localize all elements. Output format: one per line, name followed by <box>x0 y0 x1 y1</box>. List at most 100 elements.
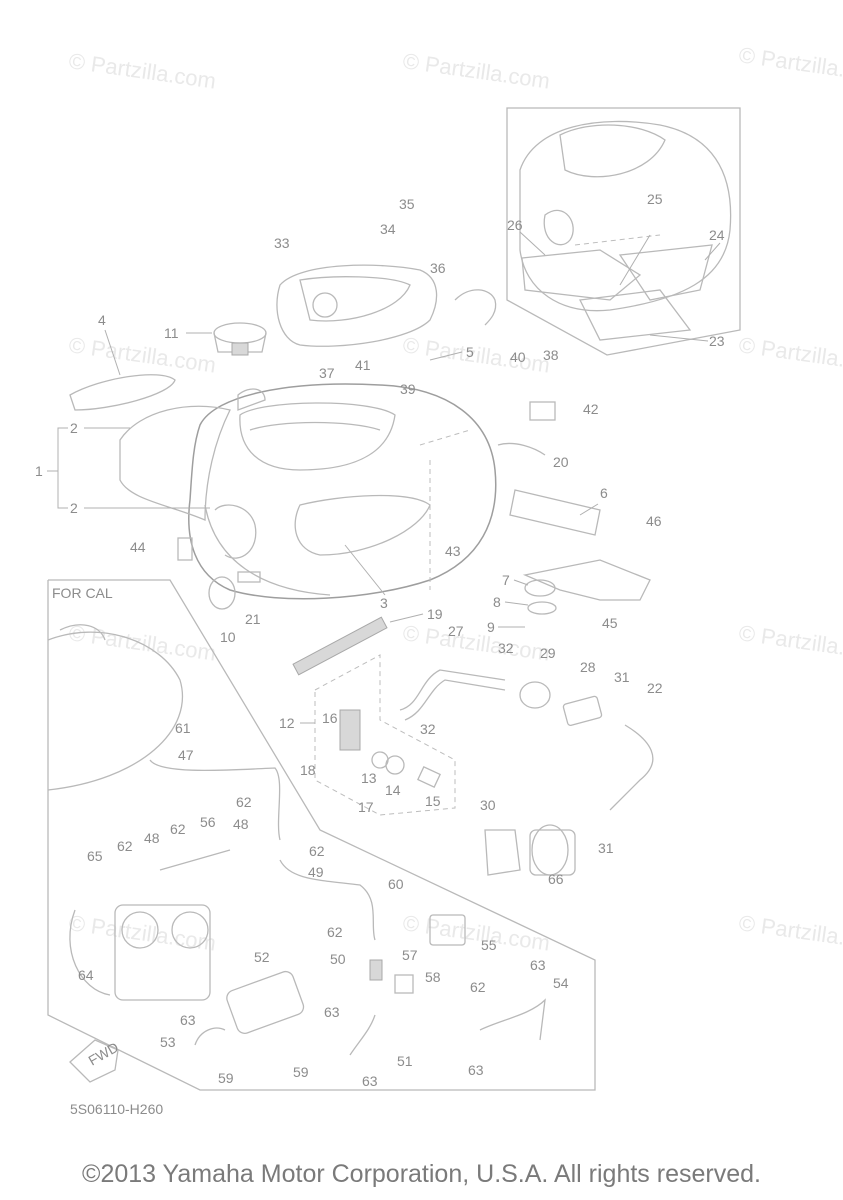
callout-51: 51 <box>397 1053 413 1069</box>
callout-63: 63 <box>362 1073 378 1089</box>
callout-59: 59 <box>293 1064 309 1080</box>
callout-25: 25 <box>647 191 663 207</box>
watermark: © Partzilla.com <box>401 48 551 93</box>
callout-26: 26 <box>507 217 523 233</box>
watermark: © Partzilla.com <box>67 332 217 377</box>
copyright-notice: ©2013 Yamaha Motor Corporation, U.S.A. A… <box>82 1160 761 1188</box>
watermark: © Partzilla.com <box>737 332 843 377</box>
watermark: © Partzilla.com <box>737 620 843 665</box>
callout-59: 59 <box>218 1070 234 1086</box>
callout-13: 13 <box>361 770 377 786</box>
callout-66: 66 <box>548 871 564 887</box>
callout-22: 22 <box>647 680 663 696</box>
callout-2: 2 <box>70 420 78 436</box>
callout-27: 27 <box>448 623 464 639</box>
tank-bracket <box>69 374 176 411</box>
callout-37: 37 <box>319 365 335 381</box>
callout-48: 48 <box>144 830 160 846</box>
callout-labels: 1 2 2 3 4 5 6 7 8 9 10 11 12 13 14 15 16… <box>35 191 725 1089</box>
callout-54: 54 <box>553 975 569 991</box>
callout-9: 9 <box>487 619 495 635</box>
callout-62: 62 <box>170 821 186 837</box>
callout-46: 46 <box>646 513 662 529</box>
callout-64: 64 <box>78 967 94 983</box>
callout-52: 52 <box>254 949 270 965</box>
diagram-code: 5S06110-H260 <box>70 1101 163 1117</box>
fwd-arrow: FWD <box>69 1039 121 1083</box>
callout-63: 63 <box>180 1012 196 1028</box>
callout-2: 2 <box>70 500 78 516</box>
callout-42: 42 <box>583 401 599 417</box>
callout-62: 62 <box>117 838 133 854</box>
callout-29: 29 <box>540 645 556 661</box>
callout-36: 36 <box>430 260 446 276</box>
callout-33: 33 <box>274 235 290 251</box>
callout-6: 6 <box>600 485 608 501</box>
pump-bracket <box>509 489 651 615</box>
watermark: © Partzilla.com <box>401 910 551 955</box>
watermark: © Partzilla.com <box>401 332 551 377</box>
callout-4: 4 <box>98 312 106 328</box>
callout-63: 63 <box>530 957 546 973</box>
inset-label: FOR CAL <box>52 585 113 601</box>
watermark: © Partzilla.com <box>401 620 551 665</box>
callout-53: 53 <box>160 1034 176 1050</box>
watermark: © Partzilla.com <box>67 910 217 955</box>
callout-10: 10 <box>220 629 236 645</box>
callout-16: 16 <box>322 710 338 726</box>
callout-12: 12 <box>279 715 295 731</box>
tank-cover <box>276 264 438 347</box>
callout-62: 62 <box>309 843 325 859</box>
callout-55: 55 <box>481 937 497 953</box>
callout-31: 31 <box>598 840 614 856</box>
watermark: © Partzilla.com <box>737 42 843 87</box>
callout-24: 24 <box>709 227 725 243</box>
callout-49: 49 <box>308 864 324 880</box>
callout-63: 63 <box>324 1004 340 1020</box>
callout-1: 1 <box>35 463 43 479</box>
callout-61: 61 <box>175 720 191 736</box>
callout-8: 8 <box>493 594 501 610</box>
petcock-assembly <box>314 654 456 816</box>
callout-44: 44 <box>130 539 146 555</box>
california-inset <box>47 579 596 1091</box>
callout-17: 17 <box>358 799 374 815</box>
watermark: © Partzilla.com <box>67 48 217 93</box>
callout-21: 21 <box>245 611 261 627</box>
callout-35: 35 <box>399 196 415 212</box>
callout-15: 15 <box>425 793 441 809</box>
callout-39: 39 <box>400 381 416 397</box>
callout-58: 58 <box>425 969 441 985</box>
callout-28: 28 <box>580 659 596 675</box>
callout-62: 62 <box>236 794 252 810</box>
watermark: © Partzilla.com <box>67 620 217 665</box>
callout-3: 3 <box>380 595 388 611</box>
callout-60: 60 <box>388 876 404 892</box>
callout-5: 5 <box>466 344 474 360</box>
fuel-cap <box>213 322 267 356</box>
callout-63: 63 <box>468 1062 484 1078</box>
callout-38: 38 <box>543 347 559 363</box>
decal-inset <box>506 107 741 356</box>
callout-14: 14 <box>385 782 401 798</box>
watermarks: © Partzilla.com © Partzilla.com © Partzi… <box>67 42 843 955</box>
callout-7: 7 <box>502 572 510 588</box>
callout-57: 57 <box>402 947 418 963</box>
tank-strip <box>292 616 388 676</box>
watermark: © Partzilla.com <box>737 910 843 955</box>
callout-18: 18 <box>300 762 316 778</box>
callout-32: 32 <box>420 721 436 737</box>
callout-62: 62 <box>470 979 486 995</box>
callout-20: 20 <box>553 454 569 470</box>
callout-56: 56 <box>200 814 216 830</box>
callout-45: 45 <box>602 615 618 631</box>
callout-47: 47 <box>178 747 194 763</box>
fuel-tank <box>119 383 497 600</box>
callout-31: 31 <box>614 669 630 685</box>
callout-11: 11 <box>164 325 179 341</box>
callout-34: 34 <box>380 221 396 237</box>
callout-23: 23 <box>709 333 725 349</box>
callout-32: 32 <box>498 640 514 656</box>
callout-50: 50 <box>330 951 346 967</box>
